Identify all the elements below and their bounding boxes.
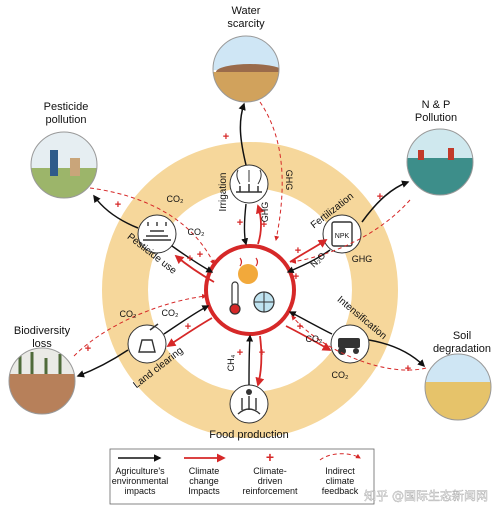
arrow-irrigation-water: [238, 102, 247, 166]
svg-text:+: +: [115, 199, 121, 211]
legend-label-1b: environmental: [112, 476, 169, 486]
biodiversity-loss-photo: [9, 348, 75, 414]
gas-co2-c: CO₂: [120, 309, 138, 319]
legend-label-3a: Climate-: [253, 466, 287, 476]
irrigation-icon: [229, 164, 269, 204]
svg-text:+: +: [197, 249, 203, 261]
legend-label-2c: Impacts: [188, 486, 220, 496]
label-np-1: N & P: [422, 99, 451, 111]
gas-co2-e: CO₂: [306, 334, 324, 344]
red-center-food: [255, 335, 265, 387]
label-biodiversity-1: Biodiversity: [14, 325, 71, 337]
arrow-fert-np: [361, 180, 410, 223]
pesticide-use-icon: [137, 214, 177, 254]
legend-label-1c: impacts: [124, 486, 156, 496]
land-clearing-icon: [127, 323, 167, 364]
label-water-scarcity-1: Water: [232, 5, 261, 17]
legend-label-3b: driven: [258, 476, 283, 486]
legend: + Agriculture's environmental impacts Cl…: [109, 448, 375, 505]
svg-text:+: +: [185, 321, 191, 333]
arrow-intens-center: [288, 311, 333, 335]
arrow-food-center: [246, 334, 254, 386]
feedback-np: [291, 199, 411, 264]
svg-text:+: +: [237, 217, 243, 229]
svg-text:+: +: [237, 347, 243, 359]
feedback-bio: [73, 293, 207, 357]
gas-co2-a: CO₂: [167, 194, 185, 204]
arrow-pest-center: [171, 245, 214, 273]
label-water-scarcity-2: scarcity: [227, 18, 265, 30]
thermometer-icon: [229, 281, 241, 315]
heat-lines-icon: [239, 257, 259, 267]
feedback-water: [259, 101, 283, 241]
food-production-icon: [229, 384, 269, 424]
svg-text:+: +: [223, 131, 229, 143]
water-scarcity-photo: [213, 36, 279, 102]
label-soil-1: Soil: [453, 330, 471, 342]
label-soil-2: degradation: [433, 343, 491, 355]
label-pest-pollution-2: pollution: [46, 114, 87, 126]
intensification-icon: [330, 324, 370, 364]
arrow-land-bio: [76, 349, 129, 378]
svg-text:+: +: [295, 245, 301, 257]
legend-label-3c: reinforcement: [242, 486, 298, 496]
label-irrigation: Irrigation: [218, 173, 229, 212]
arrow-land-center: [163, 305, 210, 335]
label-pest-pollution-1: Pesticide: [44, 101, 89, 113]
legend-plus-icon: +: [266, 449, 274, 465]
svg-text:+: +: [377, 191, 383, 203]
pesticide-pollution-photo: [31, 132, 97, 198]
gas-co2-f: CO₂: [332, 370, 350, 380]
feedback-pest: [89, 187, 215, 265]
svg-text:+: +: [293, 271, 299, 283]
gas-ghg-a: GHG: [284, 170, 294, 191]
arrow-intens-soil: [368, 339, 426, 368]
red-center-intens: [285, 325, 332, 351]
npk-label: NPK: [335, 233, 350, 240]
svg-text:+: +: [85, 343, 91, 355]
legend-label-1a: Agriculture's: [115, 466, 165, 476]
red-center-irrigation: [256, 204, 265, 245]
watermark: 知乎 @国际生态新闻网: [364, 488, 488, 503]
climate-center: [204, 244, 296, 336]
legend-label-4a: Indirect: [325, 466, 355, 476]
reinforcement-plus-marks: + + + + + + + + + + + + + + +: [85, 131, 411, 375]
svg-text:+: +: [261, 219, 267, 231]
globe-icon: [253, 291, 275, 313]
label-biodiversity-2: loss: [32, 338, 52, 350]
np-pollution-photo: [407, 129, 473, 195]
red-center-pest: [174, 254, 215, 283]
svg-text:+: +: [259, 347, 265, 359]
legend-label-2b: change: [189, 476, 219, 486]
gas-ch4: CH₄: [226, 354, 236, 371]
gas-co2-b: CO₂: [188, 227, 206, 237]
soil-degradation-photo: [425, 354, 491, 420]
sun-icon: [238, 264, 258, 284]
legend-label-2a: Climate: [189, 466, 220, 476]
legend-label-4c: feedback: [322, 486, 359, 496]
svg-text:+: +: [297, 321, 303, 333]
red-center-land: [166, 317, 213, 347]
label-food-production: Food production: [209, 429, 289, 441]
gas-ghg-c: GHG: [352, 254, 373, 264]
feedback-soil: [291, 315, 427, 371]
svg-text:+: +: [405, 363, 411, 375]
legend-dashed-arrow: [319, 453, 361, 461]
arrow-irrigation-center: [241, 203, 249, 246]
svg-text:+: +: [187, 253, 193, 265]
gas-ghg-b: GHG: [260, 202, 270, 223]
arrow-pest-pollution: [93, 194, 139, 229]
legend-label-4b: climate: [326, 476, 355, 486]
label-np-2: Pollution: [415, 112, 457, 124]
arrow-fert-center: [286, 249, 331, 274]
gas-co2-d: CO₂: [162, 308, 180, 318]
